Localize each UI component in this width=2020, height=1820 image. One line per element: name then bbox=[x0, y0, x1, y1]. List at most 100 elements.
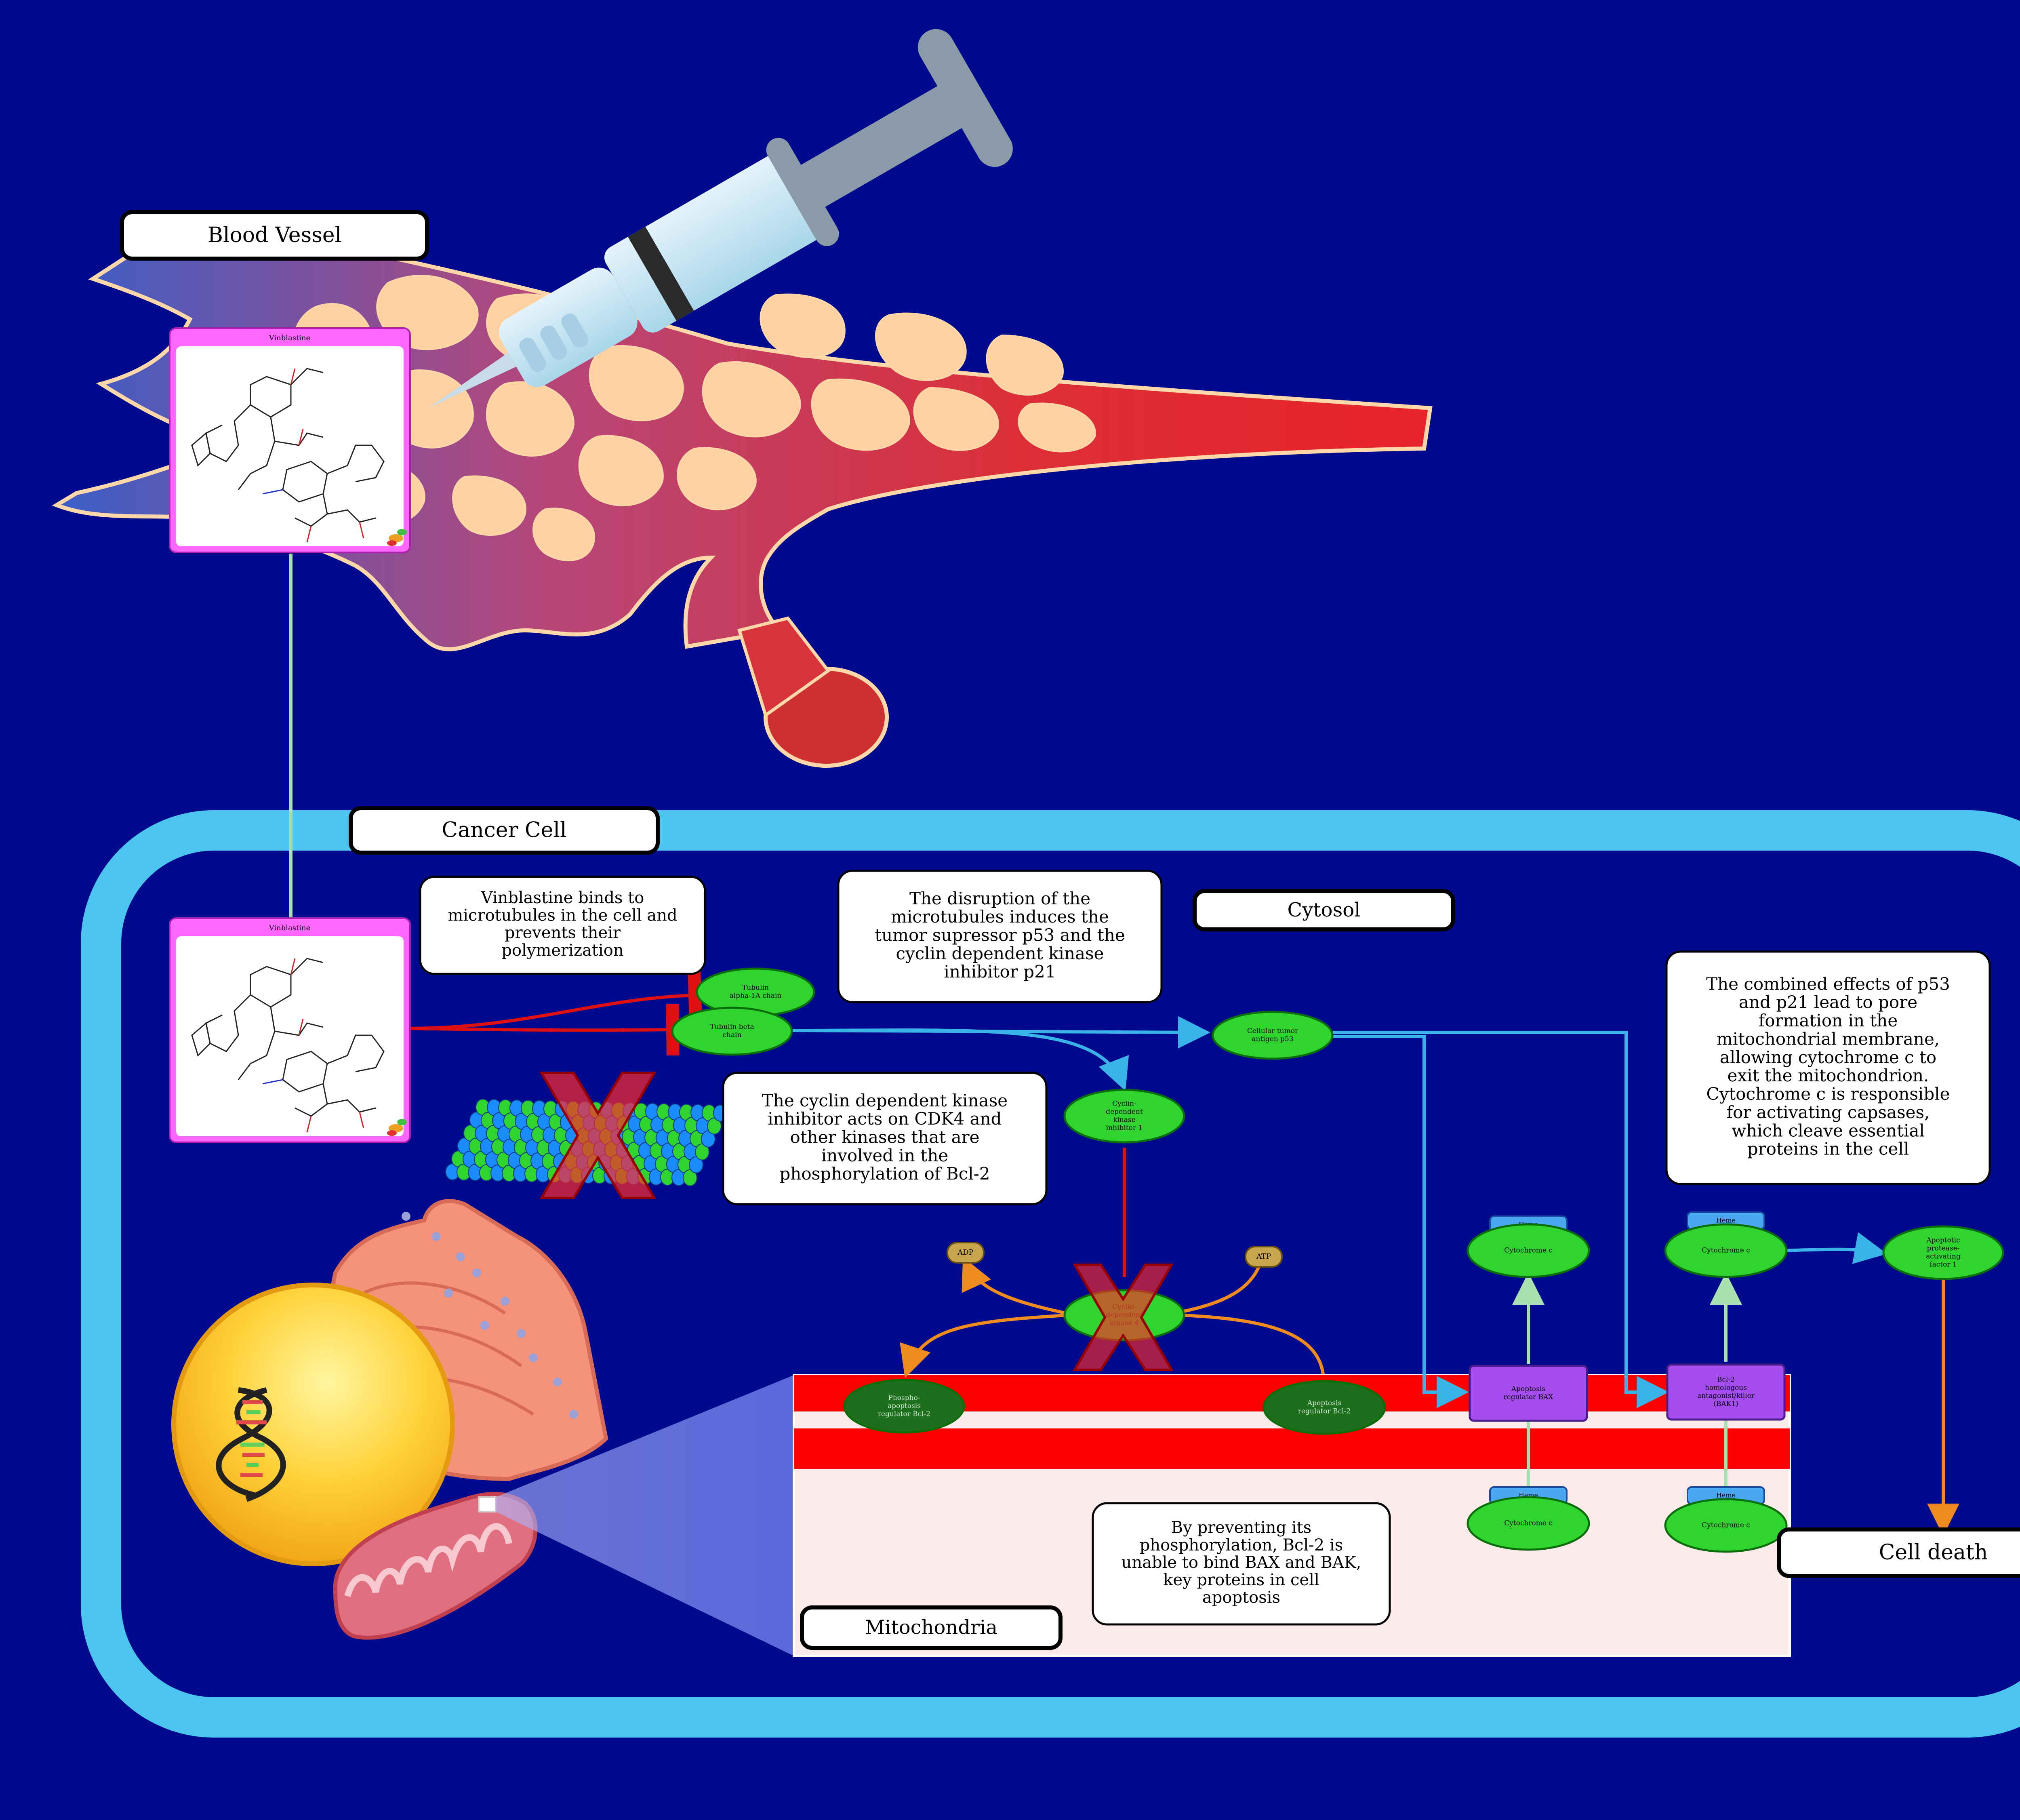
adp-node[interactable]: ADP bbox=[947, 1242, 985, 1264]
note-disruption-text: cyclin dependent kinase bbox=[896, 944, 1104, 963]
p21-node-label: dependent bbox=[1106, 1108, 1143, 1116]
atp-node[interactable]: ATP bbox=[1245, 1246, 1283, 1268]
bcl2-node-label: Apoptosis bbox=[1307, 1399, 1341, 1407]
cdk4-inhibition-cross bbox=[1072, 1264, 1174, 1371]
bax-node-label: regulator BAX bbox=[1503, 1393, 1553, 1401]
cytochrome-c-node-2[interactable]: Cytochrome c bbox=[1664, 1223, 1788, 1278]
note-binds-text: microtubules in the cell and bbox=[448, 906, 677, 925]
cytochrome-c-node-2-label: Cytochrome c bbox=[1702, 1247, 1750, 1255]
syringe-icon bbox=[428, 29, 1013, 408]
cytochrome-c-node-4-heme-label: Heme bbox=[1716, 1491, 1736, 1499]
drug-name: Vinblastine bbox=[269, 334, 311, 342]
note-combined-text: allowing cytochrome c to bbox=[1720, 1047, 1936, 1067]
note-disruption-text: inhibitor p21 bbox=[944, 962, 1056, 982]
vinblastine-structure-icon bbox=[191, 368, 385, 543]
blood-vessel-label: Blood Vessel bbox=[120, 210, 429, 261]
note-cdk-text: other kinases that are bbox=[790, 1127, 980, 1147]
note-combined-text: exit the mitochondrion. bbox=[1728, 1066, 1929, 1085]
note-preventing-text: phosphorylation, Bcl-2 is bbox=[1140, 1536, 1343, 1555]
note-cdk-text: involved in the bbox=[821, 1146, 948, 1165]
note-cdk-text: inhibitor acts on CDK4 and bbox=[768, 1109, 1002, 1129]
inner-membrane bbox=[794, 1428, 1790, 1469]
phospho-bcl2-node-label: apoptosis bbox=[888, 1402, 921, 1410]
note-combined-text: and p21 lead to pore bbox=[1739, 992, 1917, 1012]
note-combined-text: The combined effects of p53 bbox=[1706, 974, 1950, 994]
note-combined-text: which cleave essential bbox=[1732, 1121, 1925, 1140]
note-combined-text: proteins in the cell bbox=[1747, 1139, 1909, 1159]
p21-node-label: kinase bbox=[1113, 1116, 1136, 1124]
note-combined-text: Cytochrome c is responsible bbox=[1706, 1084, 1950, 1104]
drug-name: Vinblastine bbox=[269, 924, 311, 932]
atp-node-label: ATP bbox=[1256, 1252, 1271, 1261]
cancer-cell-label-text: Cancer Cell bbox=[442, 818, 566, 843]
tubulin-alpha-node-label: Tubulin bbox=[742, 984, 769, 992]
mitochondrion-icon bbox=[333, 1491, 538, 1640]
tubulin-beta-node-label: Tubulin beta bbox=[710, 1023, 754, 1031]
bak-node-label: homologous bbox=[1705, 1384, 1747, 1392]
p21-node-label: Cyclin- bbox=[1112, 1100, 1136, 1108]
note-disruption-text: microtubules induces the bbox=[891, 907, 1109, 927]
note-disruption-text: The disruption of the bbox=[909, 889, 1090, 908]
p53-node-label: Cellular tumor bbox=[1247, 1027, 1298, 1035]
mitochondria-zoom-cone bbox=[496, 1375, 794, 1656]
note-cdk-text: The cyclin dependent kinase bbox=[762, 1091, 1008, 1110]
note-binds-text: polymerization bbox=[501, 941, 623, 960]
note-preventing-text: unable to bind BAX and BAK, bbox=[1122, 1553, 1361, 1572]
phospho-bcl2-node-label: regulator Bcl-2 bbox=[878, 1410, 930, 1418]
apaf1-node-label: Apoptotic bbox=[1926, 1237, 1960, 1245]
note-disruption-text: tumor supressor p53 and the bbox=[875, 925, 1125, 945]
adp-node-label: ADP bbox=[957, 1248, 974, 1257]
vinblastine-structure-icon bbox=[191, 958, 385, 1133]
p21-node-label: inhibitor 1 bbox=[1106, 1124, 1143, 1132]
cytochrome-c-node-2-heme-label: Heme bbox=[1716, 1217, 1736, 1224]
apaf1-node-label: activating bbox=[1926, 1253, 1961, 1261]
note-preventing-text: key proteins in cell bbox=[1163, 1571, 1319, 1589]
phospho-bcl2-node-label: Phospho- bbox=[888, 1394, 920, 1402]
note-preventing-text: By preventing its bbox=[1171, 1519, 1311, 1537]
cytochrome-c-node-1[interactable]: Cytochrome c bbox=[1467, 1223, 1590, 1278]
mitochondria-label-text: Mitochondria bbox=[865, 1616, 997, 1639]
microtubule-cross-mark bbox=[539, 1072, 657, 1199]
vinblastine-card-blood[interactable]: Vinblastine bbox=[169, 327, 411, 553]
apaf1-node-label: factor 1 bbox=[1930, 1261, 1957, 1269]
note-combined-text: mitochondrial membrane, bbox=[1717, 1029, 1940, 1049]
cell-death-label: Cell death bbox=[1777, 1527, 2020, 1578]
vinblastine-card-cell[interactable]: Vinblastine bbox=[169, 917, 411, 1143]
cytochrome-c-node-4-label: Cytochrome c bbox=[1702, 1521, 1750, 1529]
nucleus-icon bbox=[171, 1283, 455, 1566]
cancer-cell-membrane bbox=[81, 810, 2020, 1738]
cytochrome-c-node-1-label: Cytochrome c bbox=[1504, 1247, 1553, 1255]
note-cdk-text: phosphorylation of Bcl-2 bbox=[779, 1164, 990, 1184]
cytochrome-c-node-4[interactable]: Cytochrome c bbox=[1664, 1498, 1788, 1553]
tubulin-beta-node-label: chain bbox=[723, 1031, 742, 1039]
bax-node-label: Apoptosis bbox=[1511, 1385, 1545, 1393]
bak-node-label: (BAK1) bbox=[1713, 1400, 1738, 1408]
note-binds-text: prevents their bbox=[505, 924, 621, 942]
p53-node-label: antigen p53 bbox=[1252, 1035, 1293, 1043]
cytochrome-c-node-3[interactable]: Cytochrome c bbox=[1467, 1496, 1590, 1551]
mitochondria-label: Mitochondria bbox=[800, 1605, 1063, 1650]
note-preventing-text: apoptosis bbox=[1202, 1588, 1280, 1607]
bak-node-label: Bcl-2 bbox=[1717, 1376, 1735, 1384]
cancer-cell-label: Cancer Cell bbox=[349, 806, 660, 855]
apaf1-node-label: protease- bbox=[1927, 1245, 1960, 1253]
cytosol-label: Cytosol bbox=[1193, 889, 1455, 931]
bak-node-label: antagonist/killer bbox=[1697, 1392, 1755, 1400]
